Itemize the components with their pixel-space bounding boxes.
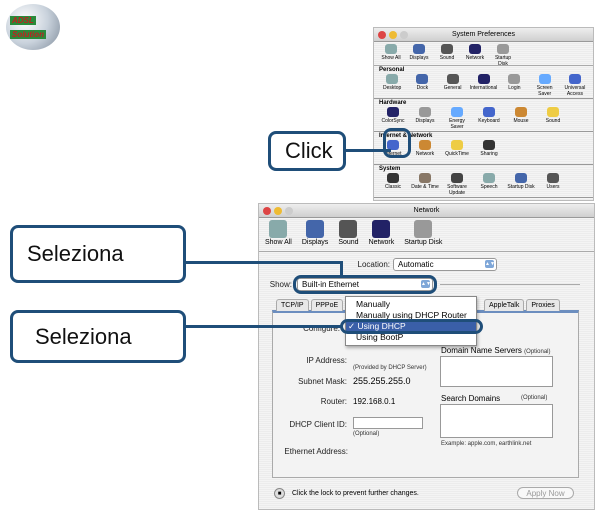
- show-popup[interactable]: Built-in Ethernet▲▼: [297, 278, 433, 291]
- network-highlight: [383, 128, 411, 158]
- pref-date-time[interactable]: Date & Time: [411, 173, 439, 196]
- dhcp-label: DHCP Client ID:: [289, 420, 347, 429]
- menu-item-manually-using-dhcp-router[interactable]: Manually using DHCP Router: [356, 310, 467, 320]
- pref-international[interactable]: International: [470, 74, 497, 97]
- search-domains-label: Search Domains: [441, 394, 501, 403]
- tab-appletalk[interactable]: AppleTalk: [484, 299, 525, 311]
- tab-proxies[interactable]: Proxies: [526, 299, 560, 311]
- pref-software-update[interactable]: Software Update: [443, 173, 471, 196]
- net-tool-startup-disk[interactable]: Startup Disk: [404, 220, 442, 249]
- location-label: Location:: [357, 260, 390, 269]
- router-value: 192.168.0.1: [353, 397, 396, 406]
- dhcp-note: (Optional): [353, 431, 380, 437]
- net-tool-show-all[interactable]: Show All: [265, 220, 292, 249]
- window-title: System Preferences: [451, 31, 516, 38]
- icon: [413, 44, 425, 54]
- show-highlight: [293, 275, 437, 294]
- sp-tool-displays[interactable]: Displays: [408, 44, 430, 63]
- show-label: Show:: [269, 280, 292, 289]
- icon: [414, 220, 433, 238]
- pref-startup-disk[interactable]: Startup Disk: [507, 173, 535, 196]
- dns-label: Domain Name Servers (Optional): [441, 346, 551, 355]
- pref-login[interactable]: Login: [501, 74, 527, 97]
- subnet-label: Subnet Mask:: [298, 377, 347, 386]
- icon: [497, 44, 509, 54]
- icon: [306, 220, 325, 238]
- pref-users[interactable]: Users: [539, 173, 567, 196]
- icon: [469, 44, 481, 54]
- configure-label: Configure:: [303, 324, 340, 333]
- callout-text: Seleziona: [27, 241, 124, 266]
- sp-tool-show-all[interactable]: Show All: [380, 44, 402, 63]
- ethernet-label: Ethernet Address:: [284, 447, 348, 456]
- pref-desktop[interactable]: Desktop: [379, 74, 405, 97]
- menu-item-using-dhcp[interactable]: ✓ Using DHCP: [346, 321, 476, 332]
- pref-classic[interactable]: Classic: [379, 173, 407, 196]
- pref-keyboard[interactable]: Keyboard: [475, 107, 503, 130]
- click-callout: Click: [268, 131, 346, 171]
- icon: [441, 44, 453, 54]
- net-tool-sound[interactable]: Sound: [338, 220, 359, 249]
- logo: ADSL Solution: [6, 4, 60, 50]
- pref-displays[interactable]: Displays: [411, 107, 439, 130]
- net-tool-displays[interactable]: Displays: [302, 220, 328, 249]
- icon: [372, 220, 391, 238]
- search-domains-field[interactable]: [440, 404, 553, 438]
- router-label: Router:: [320, 397, 347, 406]
- dns-servers-field[interactable]: [440, 356, 553, 387]
- tab-pppoe[interactable]: PPPoE: [310, 299, 344, 311]
- pref-sharing[interactable]: Sharing: [475, 140, 503, 157]
- subnet-value: 255.255.255.0: [353, 376, 411, 386]
- sp-tool-network[interactable]: Network: [464, 44, 486, 63]
- pref-general[interactable]: General: [440, 74, 466, 97]
- sp-tool-sound[interactable]: Sound: [436, 44, 458, 63]
- sp-tool-startup-disk[interactable]: Startup Disk: [492, 44, 514, 67]
- select-callout-1: Seleziona: [10, 225, 186, 283]
- callout-text: Seleziona: [35, 323, 132, 349]
- pref-dock[interactable]: Dock: [409, 74, 435, 97]
- icon: [339, 220, 358, 238]
- pref-speech[interactable]: Speech: [475, 173, 503, 196]
- logo-text-top: ADSL: [10, 16, 36, 25]
- icon: [385, 44, 397, 54]
- callout-text: Click: [285, 138, 333, 163]
- net-tool-network[interactable]: Network: [369, 220, 394, 249]
- pref-colorsync[interactable]: ColorSync: [379, 107, 407, 130]
- window-title: Network: [413, 207, 440, 214]
- example-text: Example: apple.com, earthlink.net: [441, 441, 532, 447]
- lock-text: Click the lock to prevent further change…: [292, 490, 419, 497]
- search-optional: (Optional): [521, 395, 548, 401]
- pref-internet[interactable]: Internet: [379, 140, 407, 157]
- pref-network[interactable]: Network: [411, 140, 439, 157]
- dhcp-client-id-input[interactable]: [353, 417, 423, 429]
- pref-universal-access[interactable]: Universal Access: [562, 74, 588, 97]
- menu-item-manually[interactable]: Manually: [356, 299, 391, 309]
- ip-note: (Provided by DHCP Server): [353, 365, 427, 371]
- select-callout-2: Seleziona: [10, 310, 186, 363]
- pref-screen-saver[interactable]: Screen Saver: [532, 74, 558, 97]
- logo-text-bottom: Solution: [10, 30, 46, 39]
- pref-quicktime[interactable]: QuickTime: [443, 140, 471, 157]
- menu-item-using-bootp[interactable]: Using BootP: [356, 332, 404, 342]
- pref-mouse[interactable]: Mouse: [507, 107, 535, 130]
- tab-tcp-ip[interactable]: TCP/IP: [276, 299, 309, 311]
- apply-now-button[interactable]: Apply Now: [517, 487, 574, 499]
- dhcp-highlight: [340, 319, 483, 334]
- location-popup[interactable]: Automatic▲▼: [393, 258, 497, 271]
- pref-energy-saver[interactable]: Energy Saver: [443, 107, 471, 130]
- ip-label: IP Address:: [306, 356, 347, 365]
- pref-sound[interactable]: Sound: [539, 107, 567, 130]
- lock-icon[interactable]: ■: [274, 488, 285, 499]
- icon: [269, 220, 288, 238]
